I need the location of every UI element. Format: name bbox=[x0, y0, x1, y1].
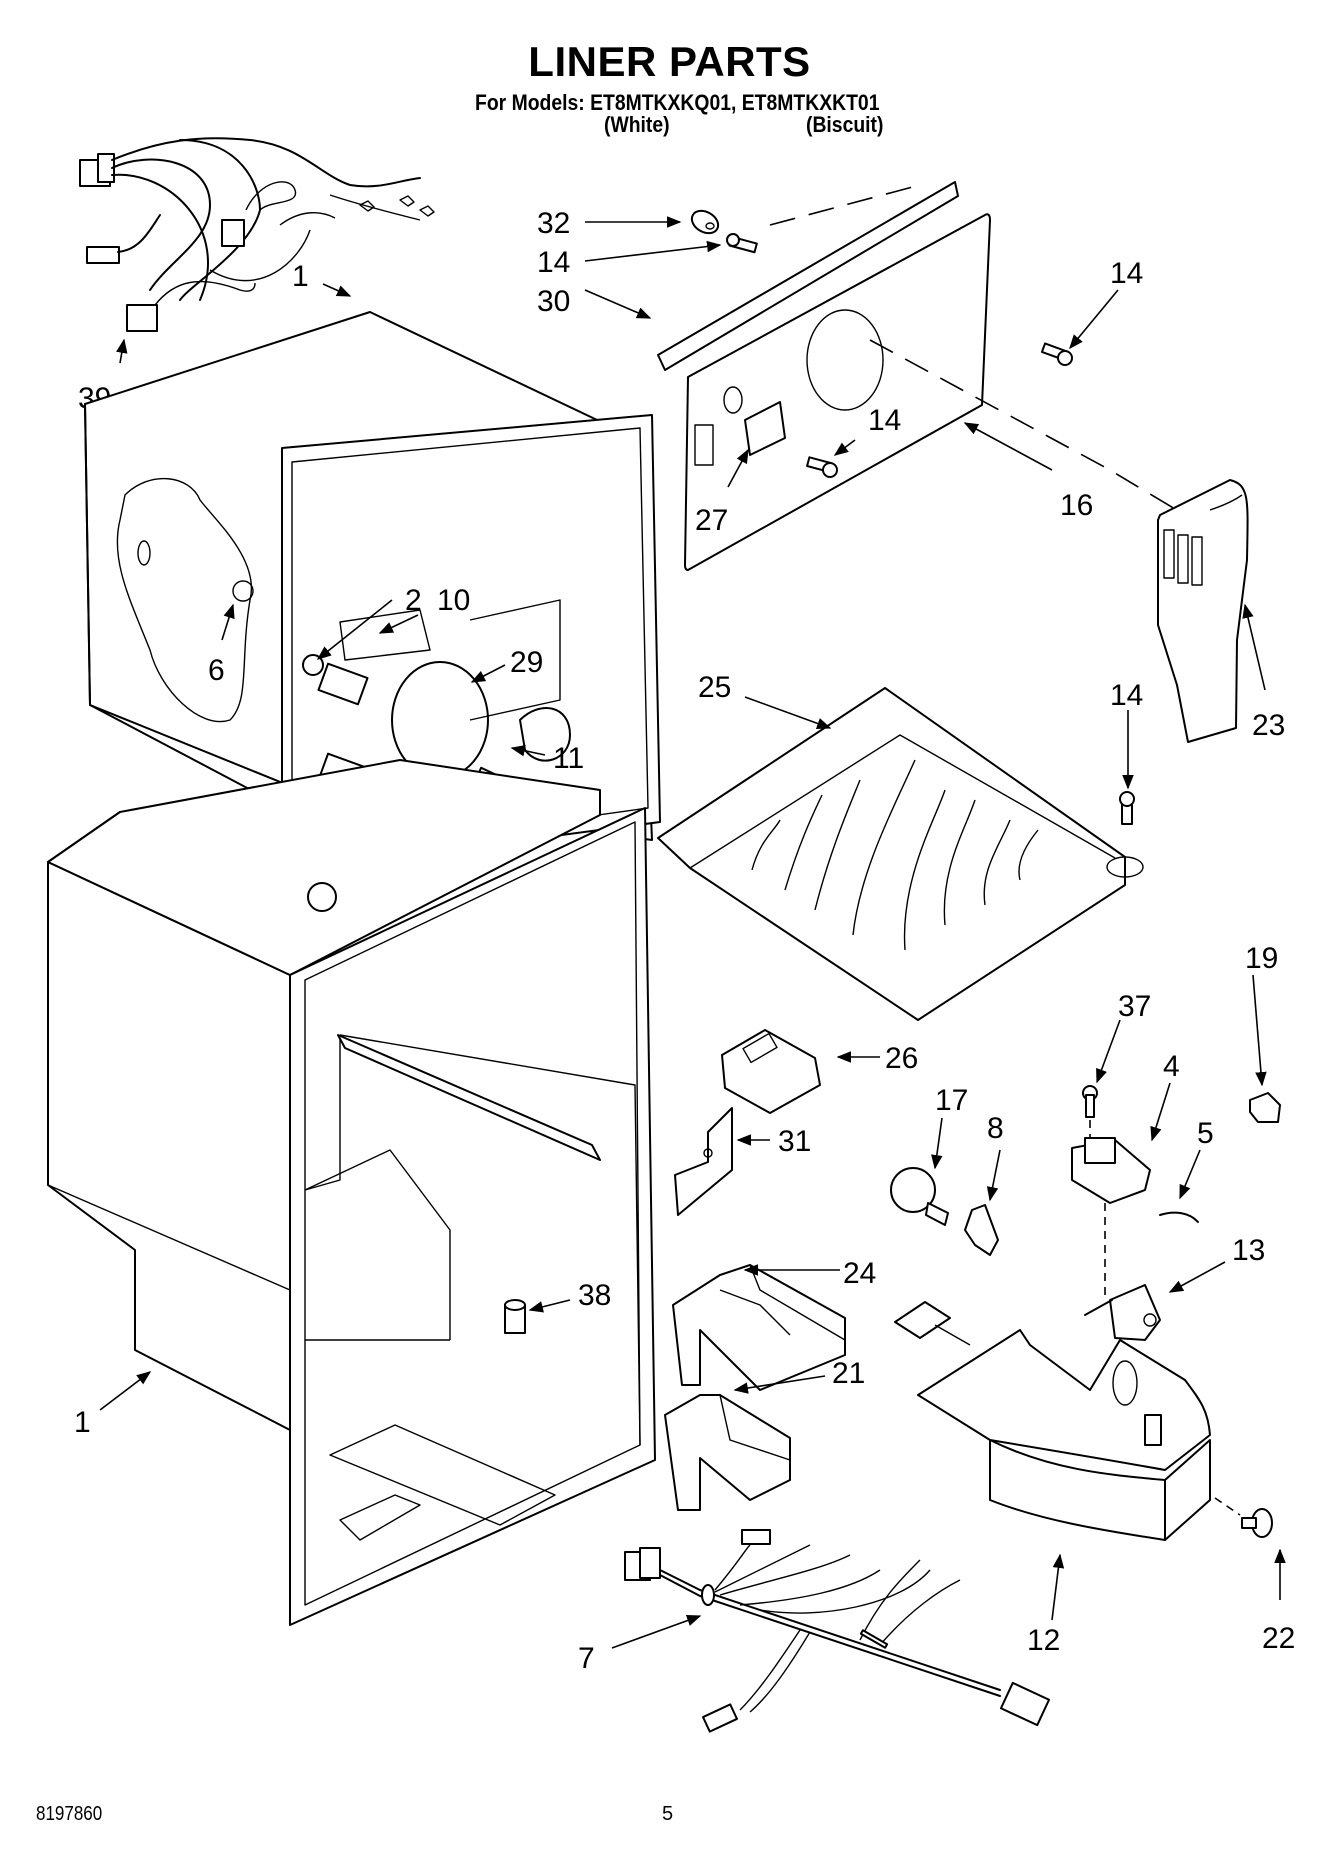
callout-37: 37 bbox=[1118, 990, 1151, 1023]
leader-39 bbox=[116, 338, 128, 364]
callout-4: 4 bbox=[1163, 1050, 1180, 1083]
light-clip bbox=[964, 1204, 999, 1256]
callout-14-panel: 14 bbox=[868, 404, 901, 437]
leader-19 bbox=[1252, 974, 1267, 1087]
wiring-harness-top bbox=[79, 137, 435, 332]
callout-2: 2 bbox=[405, 584, 422, 617]
callout-12: 12 bbox=[1027, 1624, 1060, 1657]
callout-14-right-top: 14 bbox=[1110, 257, 1143, 290]
callout-11: 11 bbox=[553, 742, 584, 775]
crisper-cover-24 bbox=[672, 1264, 846, 1391]
callout-7: 7 bbox=[578, 1642, 595, 1675]
callout-14-top: 14 bbox=[537, 246, 570, 279]
leader-27 bbox=[727, 448, 749, 488]
color-label-white: (White) bbox=[604, 112, 670, 137]
callout-27: 27 bbox=[695, 504, 728, 537]
callout-1-bottom: 1 bbox=[74, 1406, 91, 1439]
leader-8 bbox=[986, 1149, 1001, 1202]
callout-24: 24 bbox=[843, 1257, 876, 1290]
callout-8: 8 bbox=[987, 1112, 1004, 1145]
callout-22: 22 bbox=[1262, 1622, 1295, 1655]
spacer-32 bbox=[690, 209, 720, 235]
screw-top bbox=[726, 233, 758, 254]
leader-25 bbox=[744, 696, 832, 729]
screw-37 bbox=[1082, 1085, 1098, 1140]
leader-1-top bbox=[322, 283, 352, 297]
leader-23 bbox=[1242, 603, 1266, 691]
callout-32: 32 bbox=[537, 207, 570, 240]
leader-12 bbox=[1051, 1553, 1065, 1621]
screw-right-top bbox=[1040, 342, 1073, 366]
leader-14-top bbox=[584, 240, 722, 262]
leader-13 bbox=[1168, 1261, 1226, 1293]
shelf bbox=[657, 687, 1144, 1021]
screw-panel bbox=[806, 456, 838, 478]
screw-shelf bbox=[1119, 791, 1135, 825]
leader-4 bbox=[1150, 1082, 1171, 1142]
cover-plate bbox=[674, 1107, 733, 1216]
callout-30: 30 bbox=[537, 285, 570, 318]
callout-29: 29 bbox=[510, 646, 543, 679]
damper-control bbox=[1084, 1284, 1161, 1341]
document-number: 8197860 bbox=[36, 1803, 103, 1825]
wiring-harness-bottom bbox=[624, 1529, 1051, 1733]
callout-6: 6 bbox=[208, 654, 225, 687]
leader-17 bbox=[931, 1117, 943, 1170]
leader-5 bbox=[1179, 1149, 1201, 1200]
plug bbox=[504, 1299, 526, 1334]
page-number: 5 bbox=[662, 1803, 674, 1825]
air-panel bbox=[684, 213, 991, 571]
freezer-liner bbox=[84, 311, 661, 873]
leader-14-panel bbox=[833, 439, 856, 456]
leader-1-bottom bbox=[99, 1371, 152, 1411]
leader-14-right-top bbox=[1069, 289, 1119, 350]
rail bbox=[657, 181, 959, 371]
callout-10: 10 bbox=[437, 584, 470, 617]
callout-5: 5 bbox=[1197, 1117, 1214, 1150]
color-label-biscuit: (Biscuit) bbox=[806, 112, 884, 137]
leader-11 bbox=[510, 745, 546, 757]
callout-14-shelf: 14 bbox=[1110, 679, 1143, 712]
leader-10 bbox=[378, 614, 419, 634]
crisper-cover-21 bbox=[664, 1394, 791, 1511]
control-housing bbox=[894, 1301, 1211, 1541]
callout-19: 19 bbox=[1245, 942, 1278, 975]
leader-16 bbox=[963, 422, 1053, 471]
light-bulb bbox=[890, 1167, 949, 1226]
knob bbox=[1214, 1497, 1273, 1538]
callout-38: 38 bbox=[578, 1279, 611, 1312]
callout-16: 16 bbox=[1060, 489, 1093, 522]
switch bbox=[1249, 1092, 1281, 1123]
leader-38 bbox=[528, 1299, 571, 1313]
leader-30 bbox=[584, 289, 652, 319]
leader-2 bbox=[316, 599, 393, 660]
leader-37 bbox=[1096, 1019, 1121, 1084]
leader-7 bbox=[611, 1615, 702, 1649]
callout-23: 23 bbox=[1252, 709, 1285, 742]
air-duct bbox=[1157, 479, 1249, 743]
light-socket bbox=[721, 1029, 821, 1114]
page-title: LINER PARTS bbox=[528, 38, 811, 85]
callout-31: 31 bbox=[778, 1125, 811, 1158]
leader-6 bbox=[221, 603, 235, 641]
models-line: For Models: ET8MTKXKQ01, ET8MTKXKT01 bbox=[475, 90, 880, 115]
thermostat bbox=[1071, 1137, 1151, 1204]
fresh-food-liner bbox=[47, 759, 656, 1626]
leader-21 bbox=[733, 1375, 826, 1394]
callout-26: 26 bbox=[885, 1042, 918, 1075]
callout-25: 25 bbox=[698, 671, 731, 704]
callout-21: 21 bbox=[832, 1357, 865, 1390]
callout-17: 17 bbox=[935, 1084, 968, 1117]
callout-1-top: 1 bbox=[292, 260, 309, 293]
leader-29 bbox=[470, 664, 506, 683]
tube bbox=[1159, 1211, 1199, 1223]
callout-13: 13 bbox=[1232, 1234, 1265, 1267]
